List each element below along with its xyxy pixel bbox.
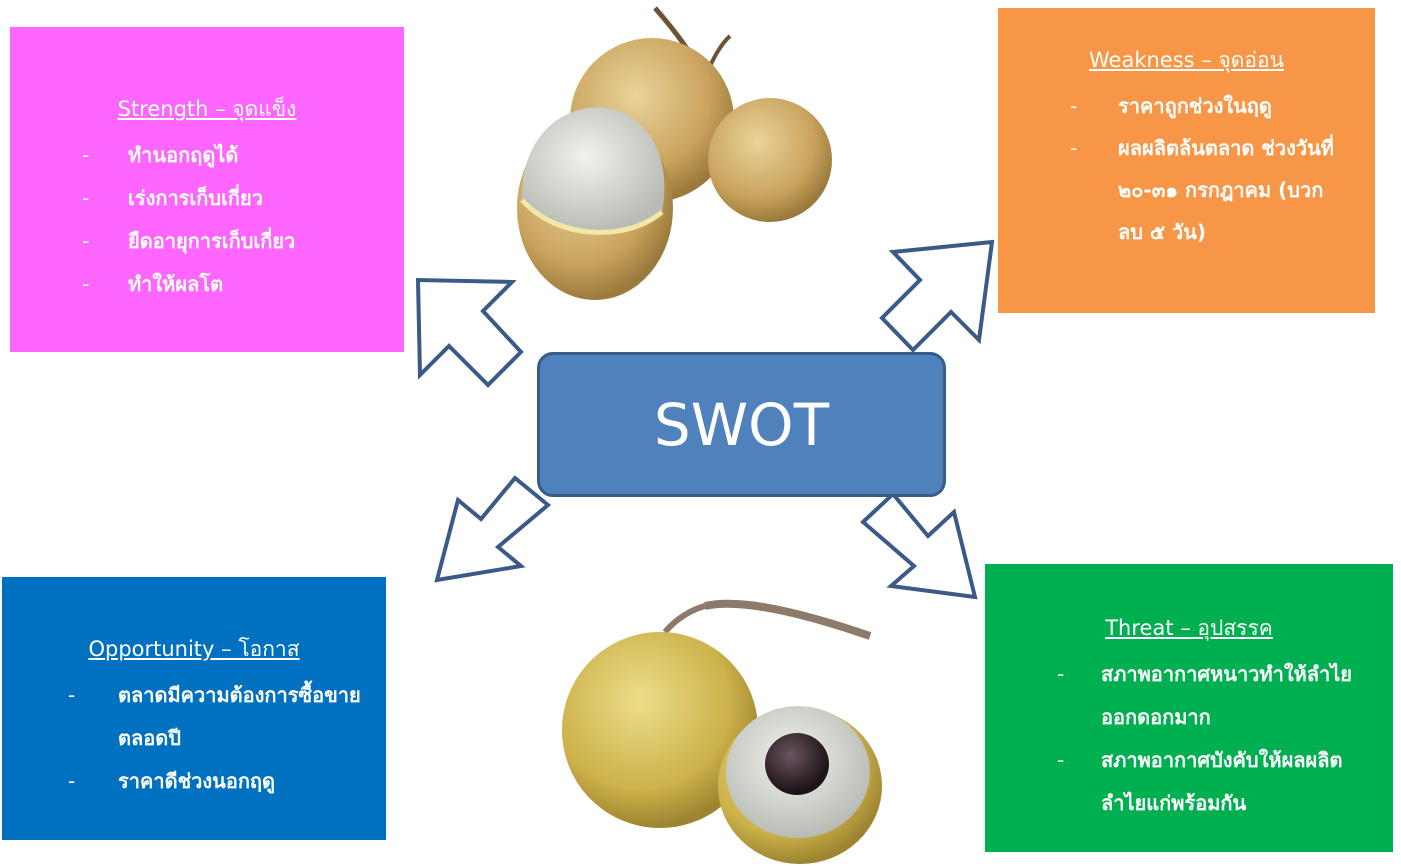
list-item: - ทำให้ผลโต bbox=[10, 263, 404, 306]
list-item-text: สภาพอากาศหนาวทำให้ลำไยออกดอกมาก bbox=[1101, 662, 1353, 729]
dash-marker: - bbox=[68, 683, 76, 707]
weakness-box: Weakness – จุดอ่อน - ราคาถูกช่วงในฤดู - ผล… bbox=[998, 8, 1375, 313]
list-item-text: ทำนอกฤดูได้ bbox=[128, 143, 239, 167]
strength-heading: Strength – จุดแข็ง bbox=[117, 97, 297, 121]
list-item-text: สภาพอากาศบังคับให้ผลผลิตลำไยแก่พร้อมกัน bbox=[1101, 748, 1343, 815]
dash-marker: - bbox=[1070, 136, 1078, 160]
dash-marker: - bbox=[68, 769, 76, 793]
list-item: - ยืดอายุการเก็บเกี่ยว bbox=[10, 220, 404, 263]
strength-list: - ทำนอกฤดูได้ - เร่งการเก็บเกี่ยว - ยืดอายุ… bbox=[10, 134, 404, 306]
dash-marker: - bbox=[82, 186, 90, 210]
list-item: - ราคาดีช่วงนอกฤดู bbox=[2, 760, 386, 803]
dash-marker: - bbox=[1057, 662, 1065, 686]
list-item-text: ผลผลิตล้นตลาด ช่วงวันที่ ๒๐-๓๑ กรกฎาคม (… bbox=[1118, 136, 1334, 244]
dash-marker: - bbox=[82, 143, 90, 167]
list-item: - สภาพอากาศหนาวทำให้ลำไยออกดอกมาก bbox=[985, 653, 1393, 739]
arrow-to-strength bbox=[415, 277, 524, 388]
arrow-to-weakness bbox=[879, 239, 995, 353]
swot-center-box: SWOT bbox=[537, 352, 946, 497]
list-item: - สภาพอากาศบังคับให้ผลผลิตลำไยแก่พร้อมกัน bbox=[985, 739, 1393, 825]
opportunity-list: - ตลาดมีความต้องการซื้อขายตลอดปี - ราคาดีช… bbox=[2, 674, 386, 803]
weakness-list: - ราคาถูกช่วงในฤดู - ผลผลิตล้นตลาด ช่วงวัน… bbox=[998, 85, 1375, 253]
list-item-text: ยืดอายุการเก็บเกี่ยว bbox=[128, 229, 296, 253]
dash-marker: - bbox=[1070, 94, 1078, 118]
list-item: - ตลาดมีความต้องการซื้อขายตลอดปี bbox=[2, 674, 386, 760]
threat-heading: Threat – อุปสรรค bbox=[1105, 616, 1273, 640]
list-item-text: ทำให้ผลโต bbox=[128, 272, 224, 296]
dash-marker: - bbox=[82, 272, 90, 296]
threat-list: - สภาพอากาศหนาวทำให้ลำไยออกดอกมาก - สภาพอา… bbox=[985, 653, 1393, 825]
swot-label: SWOT bbox=[653, 390, 830, 459]
list-item: - ราคาถูกช่วงในฤดู bbox=[998, 85, 1375, 127]
strength-box: Strength – จุดแข็ง - ทำนอกฤดูได้ - เร่งการ… bbox=[10, 27, 404, 352]
dash-marker: - bbox=[1057, 748, 1065, 772]
opportunity-box: Opportunity – โอกาส - ตลาดมีความต้องการซื… bbox=[2, 577, 386, 840]
list-item: - เร่งการเก็บเกี่ยว bbox=[10, 177, 404, 220]
list-item-text: ราคาดีช่วงนอกฤดู bbox=[118, 769, 276, 793]
arrow-to-opportunity bbox=[434, 475, 552, 583]
list-item-text: ราคาถูกช่วงในฤดู bbox=[1118, 94, 1272, 118]
list-item-text: ตลาดมีความต้องการซื้อขายตลอดปี bbox=[118, 683, 361, 750]
list-item: - ทำนอกฤดูได้ bbox=[10, 134, 404, 177]
dash-marker: - bbox=[82, 229, 90, 253]
weakness-heading: Weakness – จุดอ่อน bbox=[1089, 48, 1284, 72]
list-item-text: เร่งการเก็บเกี่ยว bbox=[128, 186, 263, 210]
longan-top-image bbox=[517, 6, 832, 300]
threat-box: Threat – อุปสรรค - สภาพอากาศหนาวทำให้ลำไย… bbox=[985, 564, 1393, 852]
longan-bottom-image bbox=[562, 599, 882, 864]
list-item: - ผลผลิตล้นตลาด ช่วงวันที่ ๒๐-๓๑ กรกฎาคม … bbox=[998, 127, 1375, 253]
opportunity-heading: Opportunity – โอกาส bbox=[88, 637, 300, 661]
arrow-to-threat bbox=[860, 491, 978, 600]
